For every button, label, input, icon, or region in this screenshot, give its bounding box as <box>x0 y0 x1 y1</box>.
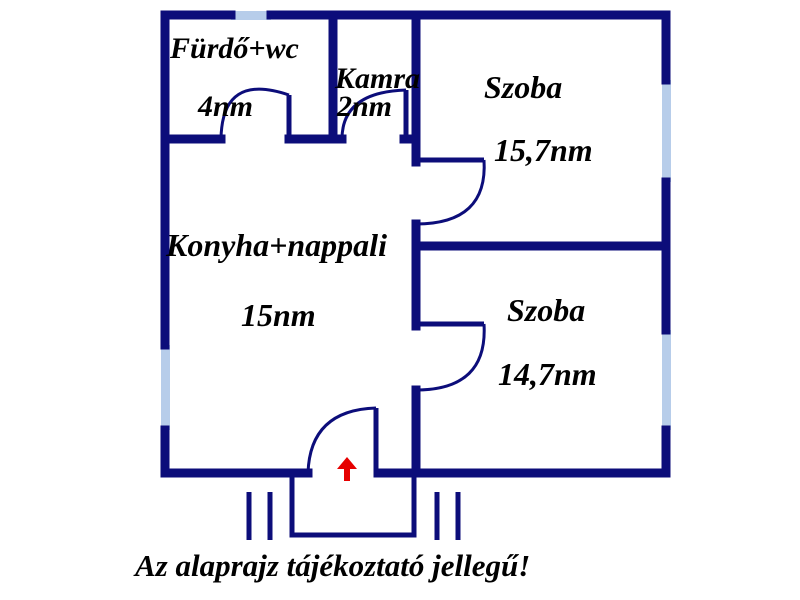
door-jambs <box>286 90 484 473</box>
room-top-area: 15,7nm <box>494 132 593 168</box>
room-bottom-area: 14,7nm <box>498 356 597 392</box>
room-bottom-name: Szoba <box>507 292 585 328</box>
door-swings <box>219 87 486 474</box>
pantry-area: 2nm <box>336 90 392 123</box>
window-right-top-room <box>662 80 671 182</box>
window-right-bottom-room <box>662 330 671 430</box>
window-left-living <box>161 345 170 430</box>
living-name: Konyha+nappali <box>165 227 387 263</box>
room-top-name: Szoba <box>484 69 562 105</box>
bathroom-name: Fürdő+wc <box>169 32 299 65</box>
living-area: 15nm <box>241 297 316 333</box>
entrance-porch <box>289 473 417 538</box>
bathroom-area: 4nm <box>197 90 253 123</box>
pantry-name: Kamra <box>334 62 420 95</box>
window-top-bathroom <box>231 11 271 20</box>
porch-steps <box>246 492 461 540</box>
disclaimer-text: Az alaprajz tájékoztató jellegű! <box>133 548 530 583</box>
entrance-arrow-icon <box>337 457 357 481</box>
